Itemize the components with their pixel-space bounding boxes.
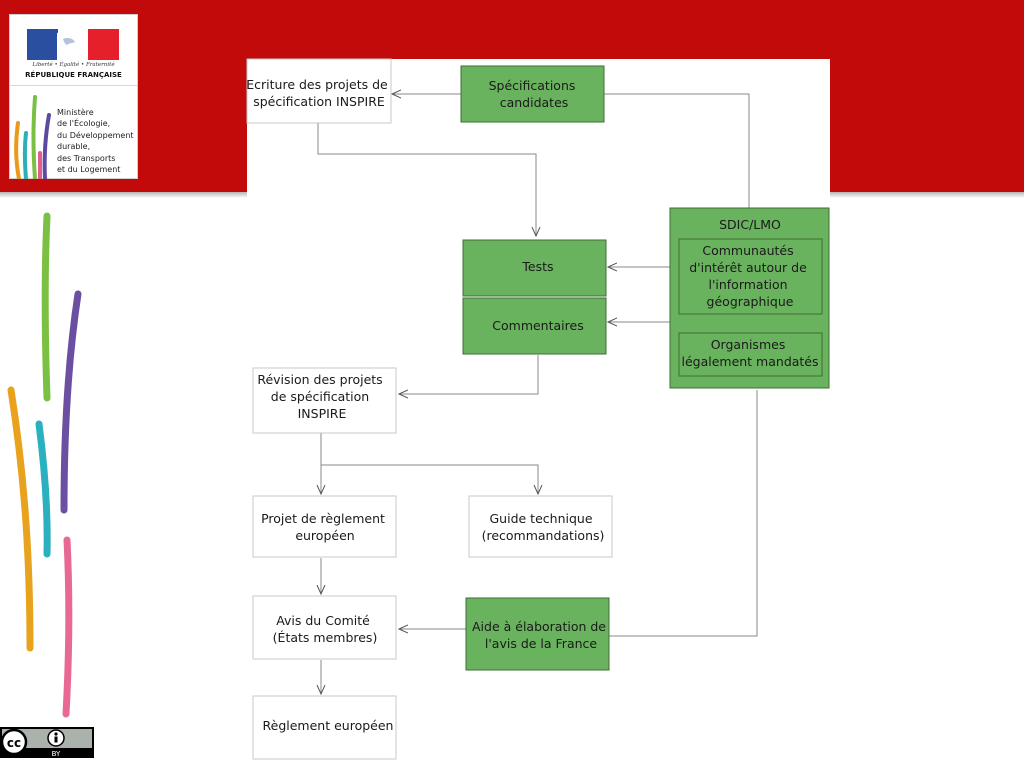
stripe-pink — [62, 536, 73, 718]
ministry-line: Ministère — [57, 108, 94, 117]
node-ecriture: Ecriture des projets de spécification IN… — [246, 58, 392, 124]
node-organismes-line: légalement mandatés — [681, 354, 818, 369]
svg-text:Organismes légalement: Organismes légalement mandatés — [681, 337, 818, 369]
decorative-stripes — [7, 212, 82, 718]
ministry-stripes-icon — [14, 95, 51, 179]
node-projet-line: européen — [295, 528, 354, 543]
node-reglement-line: Règlement européen — [263, 718, 394, 733]
ministry-line: durable, — [57, 142, 91, 152]
node-aide-elaboration: Aide à élaboration de l'avis de la Franc… — [465, 597, 610, 671]
ministry-line: du Développement — [57, 130, 134, 140]
node-commentaires-line: Commentaires — [492, 318, 583, 333]
cc-icon — [0, 728, 28, 756]
node-avis-comite: Avis du Comité (États membres) — [252, 595, 397, 660]
node-guide-line: Guide technique — [490, 511, 593, 526]
svg-text:Aide à élaboration de l': Aide à élaboration de l'avis de la Franc… — [472, 619, 610, 651]
edge-ecriture-to-tests — [317, 123, 536, 236]
ministry-name: Ministère de l'Écologie, du Développemen… — [57, 107, 134, 175]
node-commentaires: Commentaires — [462, 297, 607, 355]
marianne-flag-icon — [27, 29, 119, 60]
svg-text:Ecriture des projets de: Ecriture des projets de spécification IN… — [246, 77, 391, 109]
edge-sdic-to-aide — [609, 390, 758, 637]
svg-text:Avis du Comité (États me: Avis du Comité (États membres) — [273, 613, 378, 645]
logo-divider — [10, 85, 137, 86]
node-aide-line: Aide à élaboration de — [472, 619, 606, 634]
node-aide-line: l'avis de la France — [485, 636, 598, 651]
node-sdic-title: SDIC/LMO — [719, 217, 781, 232]
node-guide-technique: Guide technique (recommandations) — [468, 495, 613, 558]
node-avis-line: (États membres) — [273, 630, 378, 645]
node-projet-reglement: Projet de règlement européen — [252, 495, 397, 558]
node-communautes-line: d'intérêt autour de — [689, 260, 807, 275]
republic-name: RÉPUBLIQUE FRANÇAISE — [25, 71, 122, 79]
node-communautes: Communautés d'intérêt autour de l'inform… — [678, 238, 823, 315]
svg-text:Guide technique (recomma: Guide technique (recommandations) — [482, 511, 605, 543]
svg-text:Tests: Tests — [521, 259, 553, 274]
stripe-purple — [60, 290, 82, 514]
cc-badge-label: BY — [52, 750, 61, 758]
node-communautes-line: géographique — [707, 294, 794, 309]
node-tests: Tests — [462, 239, 607, 297]
node-reglement-europeen: Règlement européen — [252, 695, 397, 760]
node-tests-line: Tests — [521, 259, 553, 274]
edge-specs-to-sdic — [604, 93, 750, 208]
ministry-line: et du Logement — [57, 165, 121, 175]
republic-motto: Liberté • Égalité • Fraternité — [32, 62, 115, 68]
node-communautes-line: l'information — [708, 277, 787, 292]
svg-text:Projet de règlement euro: Projet de règlement européen — [261, 511, 389, 543]
node-specifications-candidates: Spécifications candidates — [460, 65, 605, 123]
node-revision-line: de spécification — [271, 389, 369, 404]
node-sdic-lmo: SDIC/LMO Communautés d'intérêt autour de… — [669, 207, 830, 389]
edge-revision-to-guide — [321, 464, 538, 494]
svg-text:Spécifications candidate: Spécifications candidates — [489, 78, 580, 110]
node-ecriture-line: Ecriture des projets de — [246, 77, 388, 92]
svg-text:Règlement européen: Règlement européen — [263, 718, 394, 733]
ministry-line: des Transports — [57, 153, 116, 163]
node-guide-line: (recommandations) — [482, 528, 605, 543]
cc-icon-glyph: cc — [7, 736, 21, 750]
node-organismes: Organismes légalement mandatés — [678, 332, 823, 377]
node-specs-line: candidates — [500, 95, 569, 110]
ministry-logo: Liberté • Égalité • Fraternité RÉPUBLIQU… — [9, 14, 138, 179]
node-projet-line: Projet de règlement — [261, 511, 385, 526]
stripe-cyan — [35, 420, 51, 558]
node-revision-line: Révision des projets — [257, 372, 382, 387]
edge-commentaires-to-revision — [399, 355, 539, 394]
ministry-line: de l'Écologie, — [57, 119, 111, 129]
node-organismes-line: Organismes — [711, 337, 786, 352]
svg-text:Communautés d'intérêt: Communautés d'intérêt autour de l'inform… — [689, 243, 811, 309]
node-specs-line: Spécifications — [489, 78, 576, 93]
node-communautes-line: Communautés — [702, 243, 793, 258]
node-ecriture-line: spécification INSPIRE — [253, 94, 385, 109]
svg-text:Commentaires: Commentaires — [492, 318, 583, 333]
node-revision: Révision des projets de spécification IN… — [252, 367, 397, 434]
stripe-orange — [7, 386, 34, 652]
stripe-green — [41, 212, 51, 402]
cc-by-license-badge[interactable]: cc BY — [0, 727, 94, 758]
svg-text:Révision des projets de: Révision des projets de spécification IN… — [257, 372, 386, 421]
node-avis-line: Avis du Comité — [276, 613, 370, 628]
node-revision-line: INSPIRE — [298, 406, 347, 421]
svg-text:SDIC/LMO: SDIC/LMO — [719, 217, 781, 232]
